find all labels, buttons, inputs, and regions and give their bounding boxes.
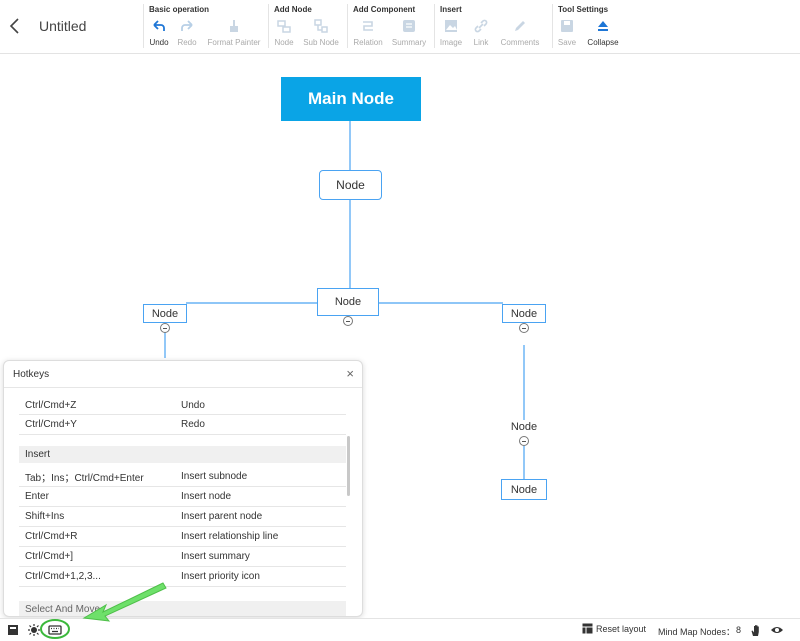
hotkey-row: Ctrl/Cmd+] Insert summary — [19, 547, 346, 567]
layout-icon — [582, 623, 593, 634]
collapse-toggle-icon[interactable] — [160, 323, 170, 333]
add-relation-button[interactable]: Relation — [351, 17, 385, 49]
toolbar-divider — [434, 4, 435, 48]
collapse-toolbar-button[interactable]: Collapse — [583, 17, 623, 49]
status-bar: Reset layout Mind Map Nodes： 8 — [0, 618, 800, 641]
hotkey-row: Ctrl/Cmd+Z Undo — [19, 396, 346, 415]
save-button[interactable]: Save — [556, 17, 578, 49]
divider — [4, 387, 362, 388]
collapse-toggle-icon[interactable] — [519, 436, 529, 446]
mindmap-node[interactable]: Node — [317, 288, 379, 316]
hotkeys-section-select-move: Select And Move — [19, 601, 346, 616]
link-icon — [474, 19, 488, 33]
scrollbar-thumb[interactable] — [347, 436, 350, 496]
group-title: Add Component — [353, 5, 416, 14]
hotkey-row: Tab；Ins；Ctrl/Cmd+Enter Insert subnode — [19, 467, 346, 487]
close-icon[interactable]: × — [346, 366, 354, 381]
theme-icon[interactable] — [27, 623, 41, 637]
hotkey-row: Ctrl/Cmd+1,2,3... Insert priority icon — [19, 567, 346, 587]
toolbar-divider — [552, 4, 553, 48]
add-sub-node-button[interactable]: Sub Node — [300, 17, 342, 49]
hotkeys-list: Ctrl/Cmd+Z Undo Ctrl/Cmd+Y Redo Insert T… — [19, 396, 346, 616]
hotkey-row: Enter Insert node — [19, 487, 346, 507]
hotkey-row: Ctrl/Cmd+R Insert relationship line — [19, 527, 346, 547]
add-node-button[interactable]: Node — [272, 17, 296, 49]
insert-comments-button[interactable]: Comments — [498, 17, 542, 49]
group-tool-settings: Tool Settings Save Collapse — [553, 0, 633, 50]
toolbar-divider — [347, 4, 348, 48]
format-painter-icon — [230, 20, 238, 32]
toolbar-divider — [143, 4, 144, 48]
insert-image-button[interactable]: Image — [438, 17, 464, 49]
outline-panel-icon[interactable] — [6, 623, 20, 637]
group-basic-operation: Basic operation Undo Redo Format Painter — [144, 0, 267, 50]
redo-icon — [181, 20, 193, 31]
top-toolbar: Untitled Basic operation Undo Redo Forma… — [0, 0, 800, 54]
mindmap-node[interactable]: Node — [143, 304, 187, 323]
summary-icon — [403, 20, 415, 32]
group-title: Insert — [440, 5, 462, 14]
hand-pan-icon[interactable] — [749, 623, 763, 637]
undo-icon — [153, 20, 165, 31]
hotkeys-title: Hotkeys — [13, 369, 50, 380]
group-title: Basic operation — [149, 5, 210, 14]
hotkey-row: Ctrl/Cmd+Y Redo — [19, 415, 346, 435]
hotkeys-section-insert: Insert — [19, 446, 346, 463]
add-summary-button[interactable]: Summary — [390, 17, 428, 49]
sub-node-icon — [314, 19, 328, 33]
save-icon — [561, 20, 573, 32]
redo-button[interactable]: Redo — [175, 17, 199, 49]
back-button[interactable] — [4, 14, 24, 38]
node-count-label: Mind Map Nodes： — [658, 627, 736, 637]
collapse-toggle-icon[interactable] — [519, 323, 529, 333]
image-icon — [445, 20, 457, 32]
toolbar-divider — [268, 4, 269, 48]
keyboard-icon[interactable] — [48, 623, 62, 637]
format-painter-button[interactable]: Format Painter — [204, 17, 264, 49]
group-title: Tool Settings — [558, 5, 609, 14]
mindmap-node[interactable]: Node — [319, 170, 382, 200]
reset-layout-button[interactable]: Reset layout — [582, 623, 646, 634]
node-count-value: 8 — [736, 625, 742, 635]
undo-button[interactable]: Undo — [147, 17, 171, 49]
group-add-node: Add Node Node Sub Node — [269, 0, 347, 50]
hotkey-row: Shift+Ins Insert parent node — [19, 507, 346, 527]
insert-link-button[interactable]: Link — [469, 17, 493, 49]
comments-icon — [515, 21, 525, 31]
main-node[interactable]: Main Node — [281, 77, 421, 121]
collapse-toggle-icon[interactable] — [343, 316, 353, 326]
mindmap-node[interactable]: Node — [501, 479, 547, 500]
eye-icon[interactable] — [770, 623, 784, 637]
group-insert: Insert Image Link Comments — [435, 0, 550, 50]
collapse-icon — [598, 21, 608, 31]
chevron-left-icon — [9, 18, 19, 34]
mindmap-node[interactable]: Node — [510, 421, 538, 433]
document-title[interactable]: Untitled — [39, 18, 87, 34]
node-icon — [277, 20, 291, 33]
hotkeys-panel: Hotkeys × Ctrl/Cmd+Z Undo Ctrl/Cmd+Y Red… — [3, 360, 363, 617]
relation-icon — [363, 21, 373, 31]
mindmap-node[interactable]: Node — [502, 304, 546, 323]
group-title: Add Node — [274, 5, 312, 14]
group-add-component: Add Component Relation Summary — [348, 0, 434, 50]
